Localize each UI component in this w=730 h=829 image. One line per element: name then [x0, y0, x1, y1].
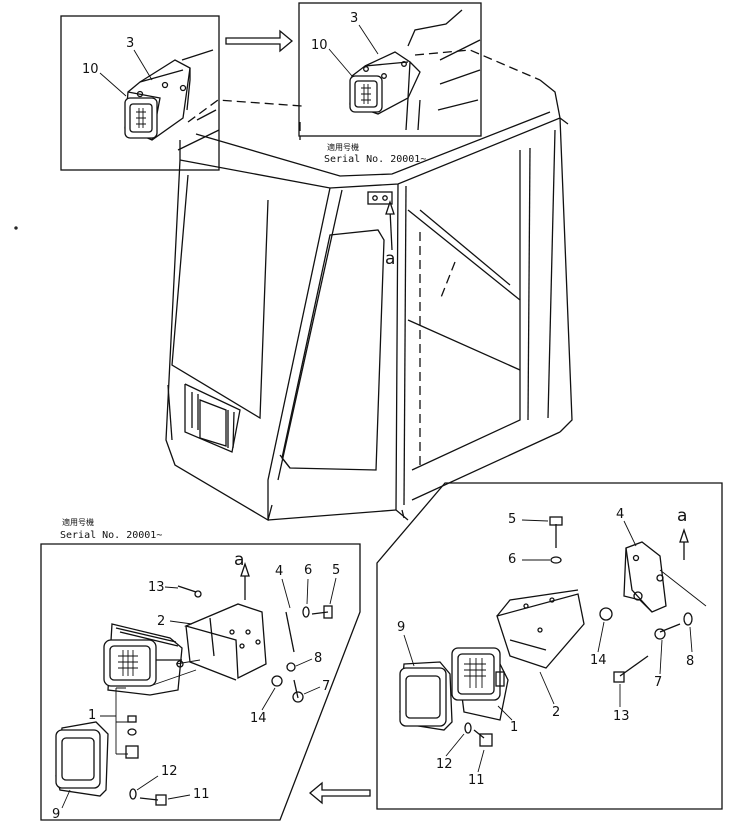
- callout-a: a: [385, 249, 395, 269]
- bracket-part-2: [496, 589, 585, 669]
- callout-6: 6: [304, 563, 312, 578]
- callout-a: a: [677, 506, 687, 526]
- callout-7: 7: [322, 679, 330, 694]
- callout-14: 14: [590, 653, 607, 668]
- work-lamp-part-1: [103, 623, 184, 696]
- bracket-part-4: [623, 541, 667, 613]
- callout-12: 12: [161, 764, 178, 779]
- callout-1: 1: [510, 720, 518, 735]
- serial-cjk-top: 適用号機: [327, 142, 359, 152]
- inset-top-right: 3 10 適用号機 Serial No. 20001~: [298, 2, 482, 165]
- lens-part-9: [55, 721, 109, 797]
- callout-2: 2: [552, 705, 560, 720]
- callout-10: 10: [82, 62, 99, 77]
- work-lamp-top-left: [124, 49, 220, 151]
- arrow-left: [308, 781, 371, 805]
- inset-top-left-frame: [60, 15, 220, 171]
- callout-5: 5: [332, 563, 340, 578]
- work-lamp-top-right: [349, 9, 481, 131]
- callout-9: 9: [397, 620, 405, 635]
- callout-9: 9: [52, 807, 60, 822]
- operator-cab: a: [165, 49, 573, 521]
- callout-4: 4: [616, 507, 624, 522]
- lens-part-9: [399, 661, 453, 731]
- callout-2: 2: [157, 614, 165, 629]
- bracket-part-2: [184, 603, 267, 681]
- inset-top-left: 3 10: [60, 15, 220, 171]
- callout-a: a: [234, 550, 244, 570]
- callout-7: 7: [654, 675, 662, 690]
- stray-mark: [14, 226, 18, 230]
- callout-12: 12: [436, 757, 453, 772]
- callout-11: 11: [468, 773, 485, 788]
- callout-5: 5: [508, 512, 516, 527]
- callout-13: 13: [148, 580, 165, 595]
- callout-14: 14: [250, 711, 267, 726]
- callout-13: 13: [613, 709, 630, 724]
- serial-cjk-bottom: 適用号機: [62, 517, 94, 527]
- inset-top-right-frame: [298, 2, 482, 137]
- callout-8: 8: [314, 651, 322, 666]
- work-lamp-part-1: [451, 647, 509, 721]
- callout-4: 4: [275, 564, 283, 579]
- callout-3: 3: [126, 36, 134, 51]
- inset-bottom-left-frame: [40, 543, 361, 821]
- inset-bottom-right: 4 a 5 6 2 14 7: [376, 482, 723, 810]
- serial-note-bottom: Serial No. 20001~: [60, 530, 162, 541]
- inset-bottom-left: 適用号機 Serial No. 20001~ 1 2: [40, 517, 361, 822]
- callout-3: 3: [350, 11, 358, 26]
- callout-11: 11: [193, 787, 210, 802]
- arrow-right: [225, 29, 294, 53]
- inset-bottom-right-frame: [376, 482, 723, 810]
- callout-1: 1: [88, 708, 96, 723]
- callout-8: 8: [686, 654, 694, 669]
- serial-note-top: Serial No. 20001~: [324, 154, 426, 165]
- callout-6: 6: [508, 552, 516, 567]
- callout-10: 10: [311, 38, 328, 53]
